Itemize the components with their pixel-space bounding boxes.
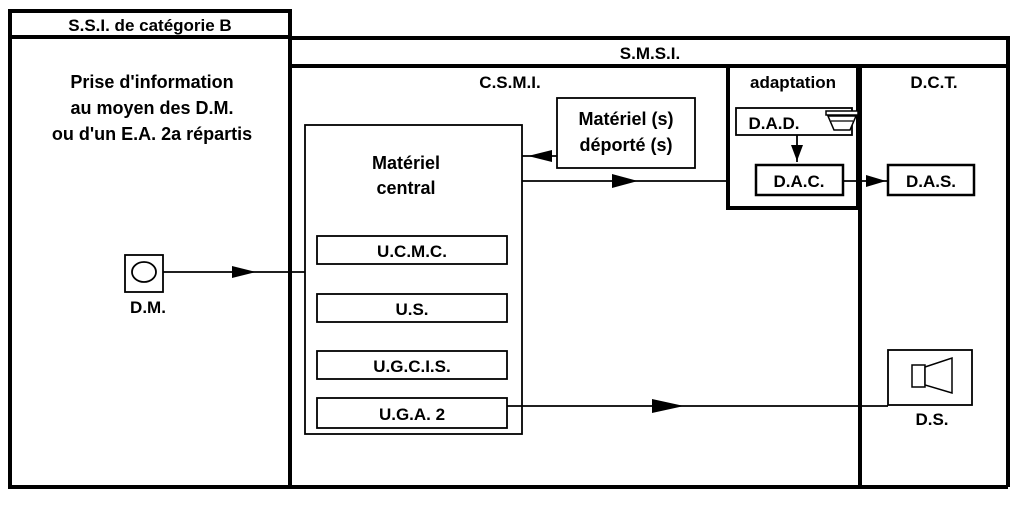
- unit-ugcis: U.G.C.I.S.: [316, 350, 508, 380]
- svg-text:au moyen des D.M.: au moyen des D.M.: [70, 98, 233, 118]
- adaptation-label: adaptation: [750, 73, 836, 92]
- dac-box: D.A.C.: [754, 163, 845, 197]
- svg-text:central: central: [376, 178, 435, 198]
- dad-to-dac-arrow: [791, 135, 803, 162]
- detector-icon: [825, 110, 859, 131]
- svg-text:U.S.: U.S.: [395, 300, 428, 319]
- dct-label: D.C.T.: [910, 73, 957, 92]
- smsi-frame: [288, 36, 1010, 489]
- csmi-label: C.S.M.I.: [479, 73, 540, 92]
- svg-text:déporté (s): déporté (s): [579, 135, 672, 155]
- svg-text:Matériel: Matériel: [372, 153, 440, 173]
- svg-text:U.G.C.I.S.: U.G.C.I.S.: [373, 357, 450, 376]
- dm-label: D.M.: [130, 298, 166, 317]
- central-to-dac-arrow: [522, 174, 728, 188]
- ds-device-icon: [887, 349, 973, 406]
- svg-text:Prise d'information: Prise d'information: [70, 72, 233, 92]
- dm-to-central-arrow: [163, 266, 305, 278]
- ssi-title: S.S.I. de catégorie B: [68, 16, 231, 35]
- materiel-deporte-box: [556, 97, 696, 169]
- uga2-to-ds-arrow: [507, 399, 888, 413]
- svg-text:D.A.C.: D.A.C.: [774, 172, 825, 191]
- dm-device-icon: [124, 254, 164, 293]
- materiel-central-label: Matériel central: [372, 153, 440, 198]
- prise-information-text: Prise d'information au moyen des D.M. ou…: [52, 72, 252, 144]
- ds-label: D.S.: [915, 410, 948, 429]
- smsi-title: S.M.S.I.: [620, 44, 680, 63]
- svg-text:ou d'un E.A. 2a répartis: ou d'un E.A. 2a répartis: [52, 124, 252, 144]
- unit-uga2: U.G.A. 2: [316, 397, 508, 429]
- svg-text:D.A.S.: D.A.S.: [906, 172, 956, 191]
- materiel-deporte-label: Matériel (s) déporté (s): [578, 109, 673, 155]
- unit-ucmc: U.C.M.C.: [316, 235, 508, 265]
- materiel-central-box: [304, 124, 523, 435]
- svg-text:Matériel (s): Matériel (s): [578, 109, 673, 129]
- svg-text:U.G.A. 2: U.G.A. 2: [379, 405, 445, 424]
- svg-text:U.C.M.C.: U.C.M.C.: [377, 242, 447, 261]
- deporte-to-central-arrow: [522, 150, 557, 162]
- adaptation-box: [726, 64, 860, 210]
- unit-us: U.S.: [316, 293, 508, 323]
- das-box: D.A.S.: [886, 163, 976, 197]
- dac-to-das-arrow: [843, 175, 888, 187]
- svg-text:D.A.D.: D.A.D.: [749, 114, 800, 133]
